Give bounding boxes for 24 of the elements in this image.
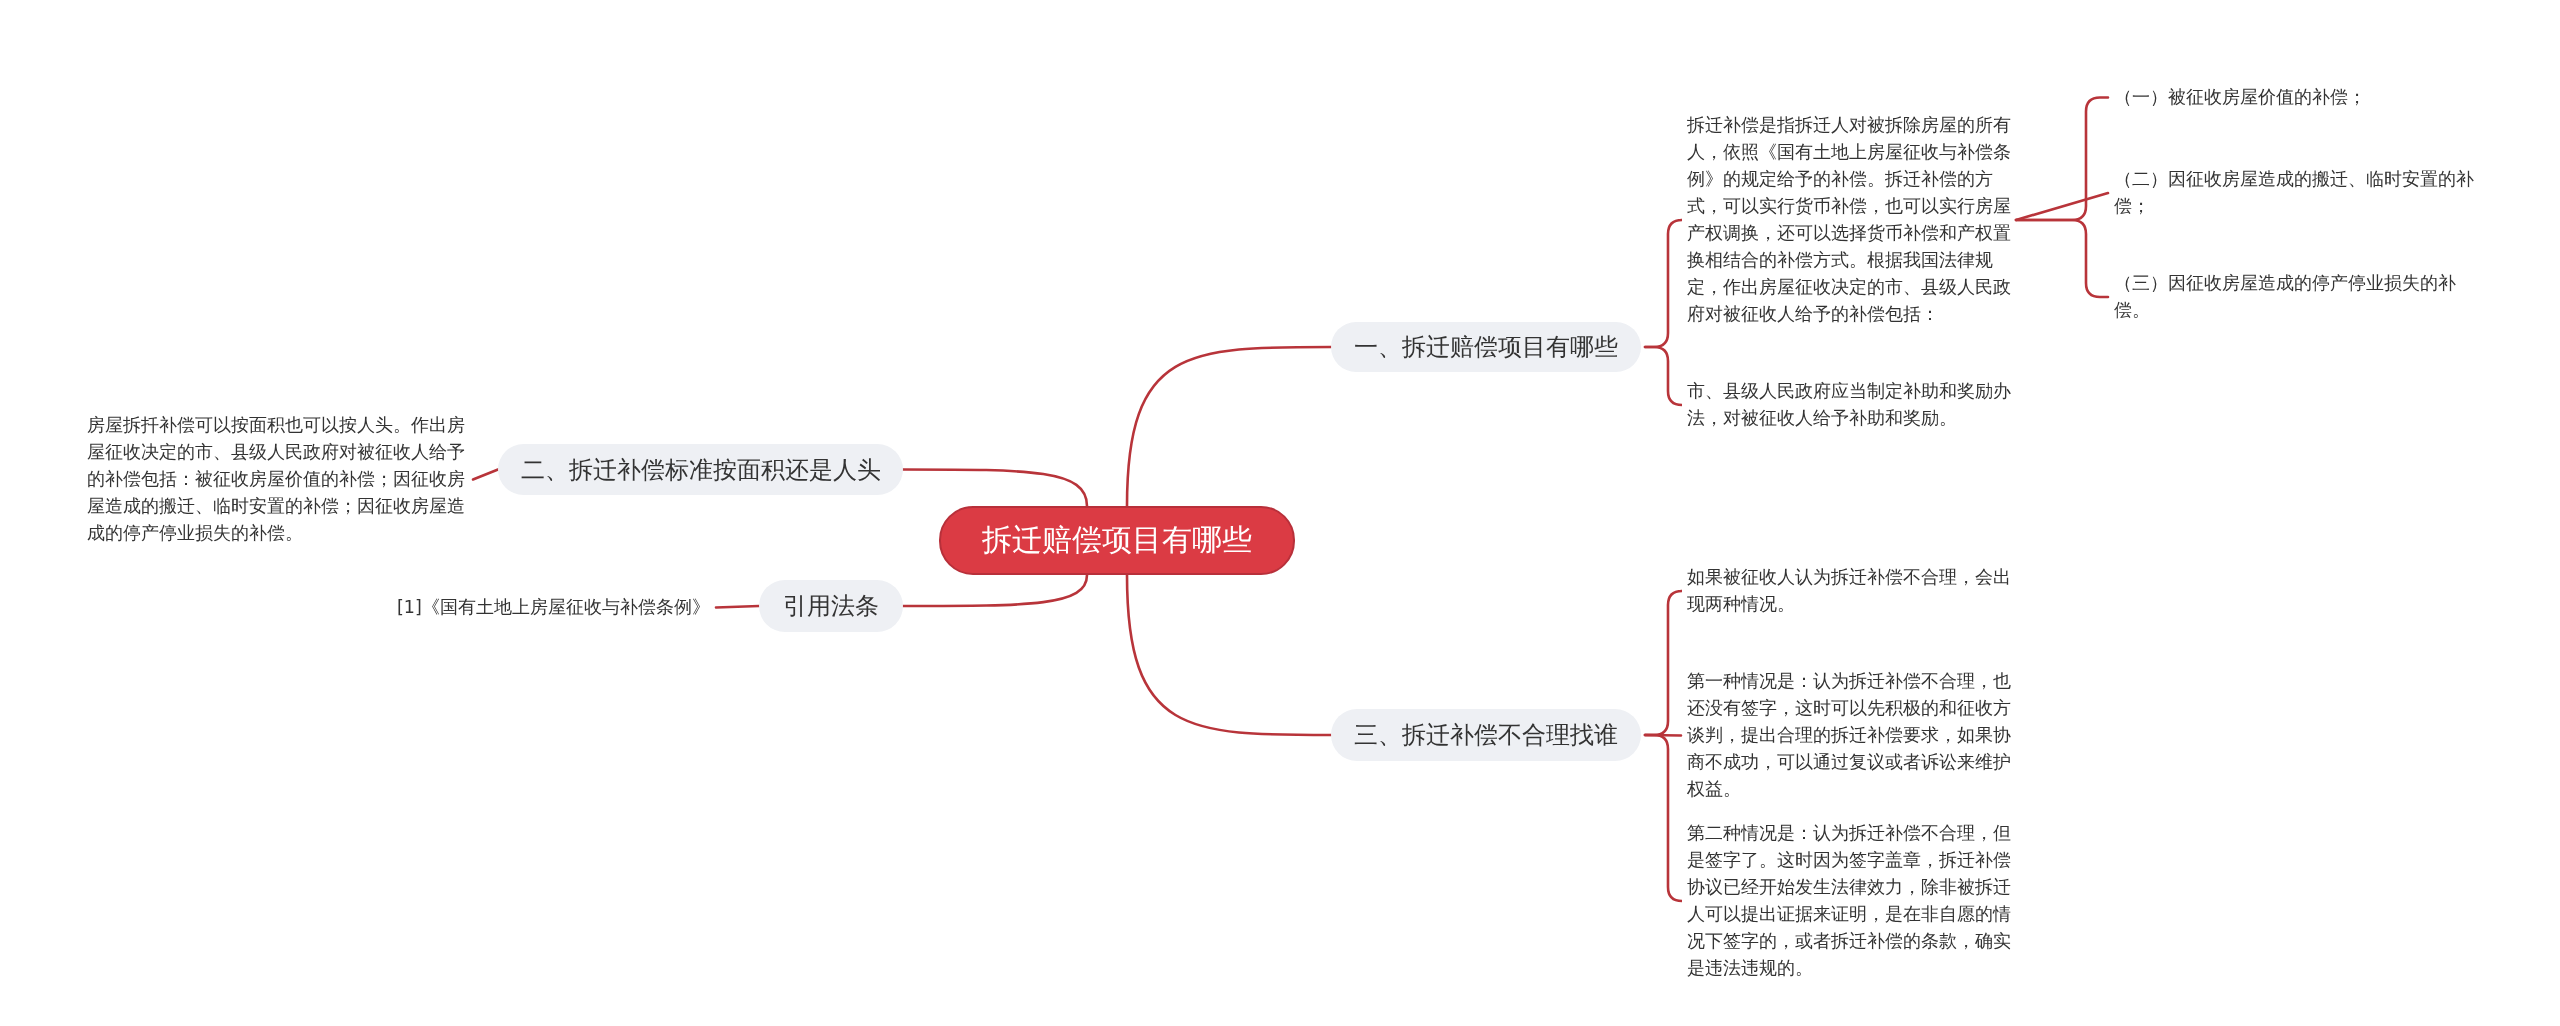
connector-line — [901, 468, 1089, 508]
note-text: （二）因征收房屋造成的搬迁、临时安置的补偿； — [2114, 166, 2484, 220]
connector-line — [1125, 573, 1333, 737]
note-text: 第二种情况是：认为拆迁补偿不合理，但是签字了。这时因为签字盖章，拆迁补偿协议已经开始发生法律效力，除非被拆迁人可以提出证据来证明，是在非自愿的情况下签字的，或者拆迁补偿的条款，确实是违法违规的。 — [1687, 820, 2017, 982]
connector-line — [714, 604, 761, 609]
connector-line — [1643, 345, 1684, 407]
note-text: （三）因征收房屋造成的停产停业损失的补偿。 — [2114, 270, 2484, 324]
connector-line — [2014, 191, 2110, 222]
connector-line — [471, 468, 500, 481]
note-text: 如果被征收人认为拆迁补偿不合理，会出现两种情况。 — [1687, 564, 2017, 618]
central-topic: 拆迁赔偿项目有哪些 — [939, 506, 1295, 575]
topic-box: 引用法条 — [759, 580, 903, 632]
note-text: 拆迁补偿是指拆迁人对被拆除房屋的所有人，依照《国有土地上房屋征收与补偿条例》的规定给予的补偿。拆迁补偿的方式，可以实行货币补偿，也可以实行房屋产权调换，还可以选择货币补偿和产权置换相结合的补偿方式。根据我国法律规定，作出房屋征收决定的市、县级人民政府对被征收人给予的补偿包括： — [1687, 112, 2012, 328]
note-text: 市、县级人民政府应当制定补助和奖励办法，对被征收人给予补助和奖励。 — [1687, 378, 2017, 432]
topic-box: 一、拆迁赔偿项目有哪些 — [1331, 322, 1641, 372]
note-text: （一）被征收房屋价值的补偿； — [2114, 84, 2366, 111]
note-text: [1]《国有土地上房屋征收与补偿条例》 — [397, 594, 710, 621]
connector-line — [901, 573, 1089, 608]
note-text: 房屋拆扦补偿可以按面积也可以按人头。作出房屋征收决定的市、县级人民政府对被征收人给予的补偿包括：被征收房屋价值的补偿；因征收房屋造成的搬迁、临时安置的补偿；因征收房屋造成的停产停业损失的补偿。 — [87, 412, 467, 547]
topic-box: 二、拆迁补偿标准按面积还是人头 — [498, 444, 903, 495]
connector-line — [1125, 345, 1333, 508]
note-text: 第一种情况是：认为拆迁补偿不合理，也还没有签字，这时可以先积极的和征收方谈判，提出合理的拆迁补偿要求，如果协商不成功，可以通过复议或者诉讼来维护权益。 — [1687, 668, 2017, 803]
connector-line — [1643, 733, 1684, 903]
topic-box: 三、拆迁补偿不合理找谁 — [1331, 709, 1641, 761]
